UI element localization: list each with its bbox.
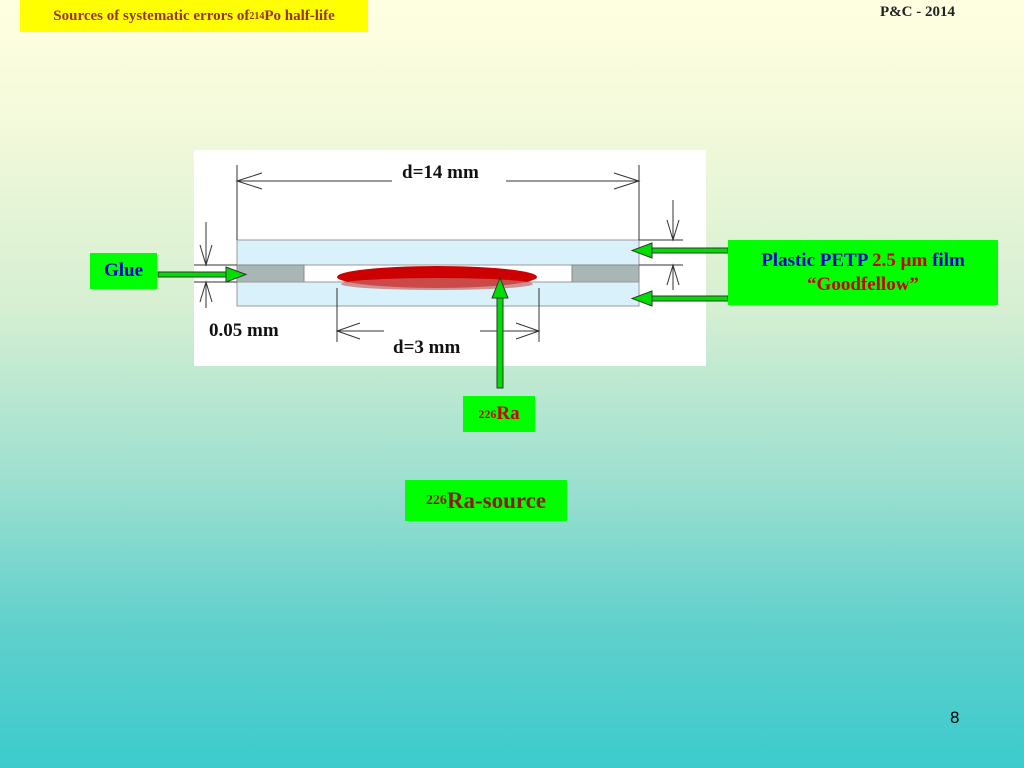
glue-right — [571, 264, 640, 283]
dim-inner-arrow-right — [515, 322, 541, 340]
title-suffix: Po half-life — [264, 7, 335, 24]
title-prefix: Sources of systematic errors of — [53, 7, 250, 24]
ra-source-label: Ra-source — [446, 487, 547, 513]
ra-arrow — [491, 276, 509, 389]
conference-label: P&C - 2014 — [880, 4, 955, 20]
ra-source-spot-lower — [341, 278, 533, 290]
ra-source-superscript: 226 — [425, 492, 447, 508]
glue-arrow — [157, 266, 248, 283]
glue-label-box: Glue — [90, 253, 157, 289]
film-label-line1: Plastic PETP 2.5 µm film — [761, 249, 965, 273]
thickness-left-bottom-arrow — [199, 280, 213, 303]
top-film-layer — [236, 239, 640, 266]
dim-outer-arrow-left — [235, 172, 263, 190]
dim-outer-label: d=14 mm — [402, 162, 479, 183]
dim-outer-arrow-right — [613, 172, 641, 190]
glue-label: Glue — [103, 260, 144, 281]
film-label-material: Plastic PETP — [761, 249, 873, 271]
film-label-box: Plastic PETP 2.5 µm film “Goodfellow” — [728, 240, 998, 305]
film-label-thickness: 2.5 µm — [872, 249, 928, 271]
film-label-manufacturer: “Goodfellow” — [807, 273, 919, 295]
thickness-label: 0.05 mm — [209, 320, 279, 341]
dim-inner-label: d=3 mm — [393, 337, 461, 358]
ra-label-superscript: 226 — [478, 406, 497, 421]
thickness-right-top-arrow — [666, 219, 680, 242]
ra-label: Ra — [496, 403, 520, 424]
thickness-left-top-arrow — [199, 244, 213, 267]
title-superscript: 214 — [249, 10, 265, 22]
thickness-right-bottom-arrow — [666, 263, 680, 286]
glue-left — [236, 264, 305, 283]
page-number: 8 — [950, 708, 960, 727]
film-label-word: film — [927, 249, 965, 271]
dim-inner-arrow-left — [335, 322, 361, 340]
